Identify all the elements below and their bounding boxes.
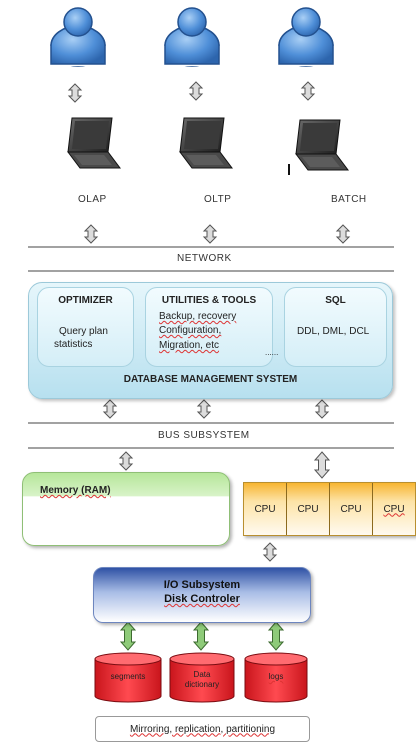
optimizer-line: statistics [54,339,93,350]
arrow-icon [263,542,277,562]
disk-icon-segments [94,652,162,703]
io-subsystem-box: I/O Subsystem Disk Controler [93,567,311,623]
sql-panel: SQL DDL, DML, DCL [284,287,387,367]
memory-box: Memory (RAM) [22,472,230,546]
optimizer-line: Query plan [59,326,108,337]
utilities-line: Migration, etc [159,340,220,351]
bus-label: BUS SUBSYSTEM [158,430,250,441]
cpu-cell: CPU [383,503,405,515]
user-icon-olap [49,7,107,67]
cpu-cell: CPU [244,483,287,535]
io-line-2: Disk Controler [164,593,240,605]
arrow-icon [336,224,350,244]
utilities-ellipsis: ...... [265,348,279,357]
arrow-icon [315,399,329,419]
optimizer-title: OPTIMIZER [58,295,113,306]
arrow-icon [120,621,136,651]
cpu-cell: CPU [330,483,373,535]
arrow-icon [193,621,209,651]
client-label-batch: BATCH [331,194,367,205]
optimizer-panel: OPTIMIZER Query plan statistics [37,287,134,367]
client-label-olap: OLAP [78,194,107,205]
disk-icon-logs [244,652,308,703]
arrow-icon [189,81,203,101]
memory-title: Memory (RAM) [40,485,111,496]
utilities-title: UTILITIES & TOOLS [161,295,257,306]
storage-note-box: Mirroring, replication, partitioning [95,716,310,742]
arrow-icon [268,621,284,651]
dbms-label: DATABASE MANAGEMENT SYSTEM [123,374,298,385]
arrow-icon [203,224,217,244]
arrow-icon [68,83,82,103]
arrow-icon [103,399,117,419]
arrow-icon [197,399,211,419]
disk-label: segments [110,672,146,681]
utilities-panel: UTILITIES & TOOLS Backup, recovery Confi… [145,287,278,367]
sql-title: SQL [325,295,346,306]
user-icon-batch [277,7,335,67]
laptop-icon-batch [295,119,349,171]
user-icon-oltp [163,7,221,67]
sql-line: DDL, DML, DCL [297,326,370,337]
dbms-box: OPTIMIZER Query plan statistics UTILITIE… [28,282,393,399]
arrow-icon [119,451,133,471]
laptop-icon-olap [67,117,121,169]
arrow-icon [84,224,98,244]
utilities-line: Backup, recovery [159,311,237,322]
io-line-1: I/O Subsystem [163,579,241,591]
utilities-line: Configuration, [159,325,222,336]
network-label: NETWORK [177,253,232,264]
disk-icon-data-dictionary [169,652,235,703]
disk-label: Data dictionary [184,670,220,689]
arrow-icon [314,451,330,479]
cpu-group: CPU CPU CPU CPU [243,482,416,536]
laptop-icon-oltp [179,117,233,169]
storage-note: Mirroring, replication, partitioning [129,723,276,735]
disk-label: logs [268,672,284,681]
cpu-cell: CPU [287,483,330,535]
client-label-oltp: OLTP [204,194,232,205]
arrow-icon [301,81,315,101]
